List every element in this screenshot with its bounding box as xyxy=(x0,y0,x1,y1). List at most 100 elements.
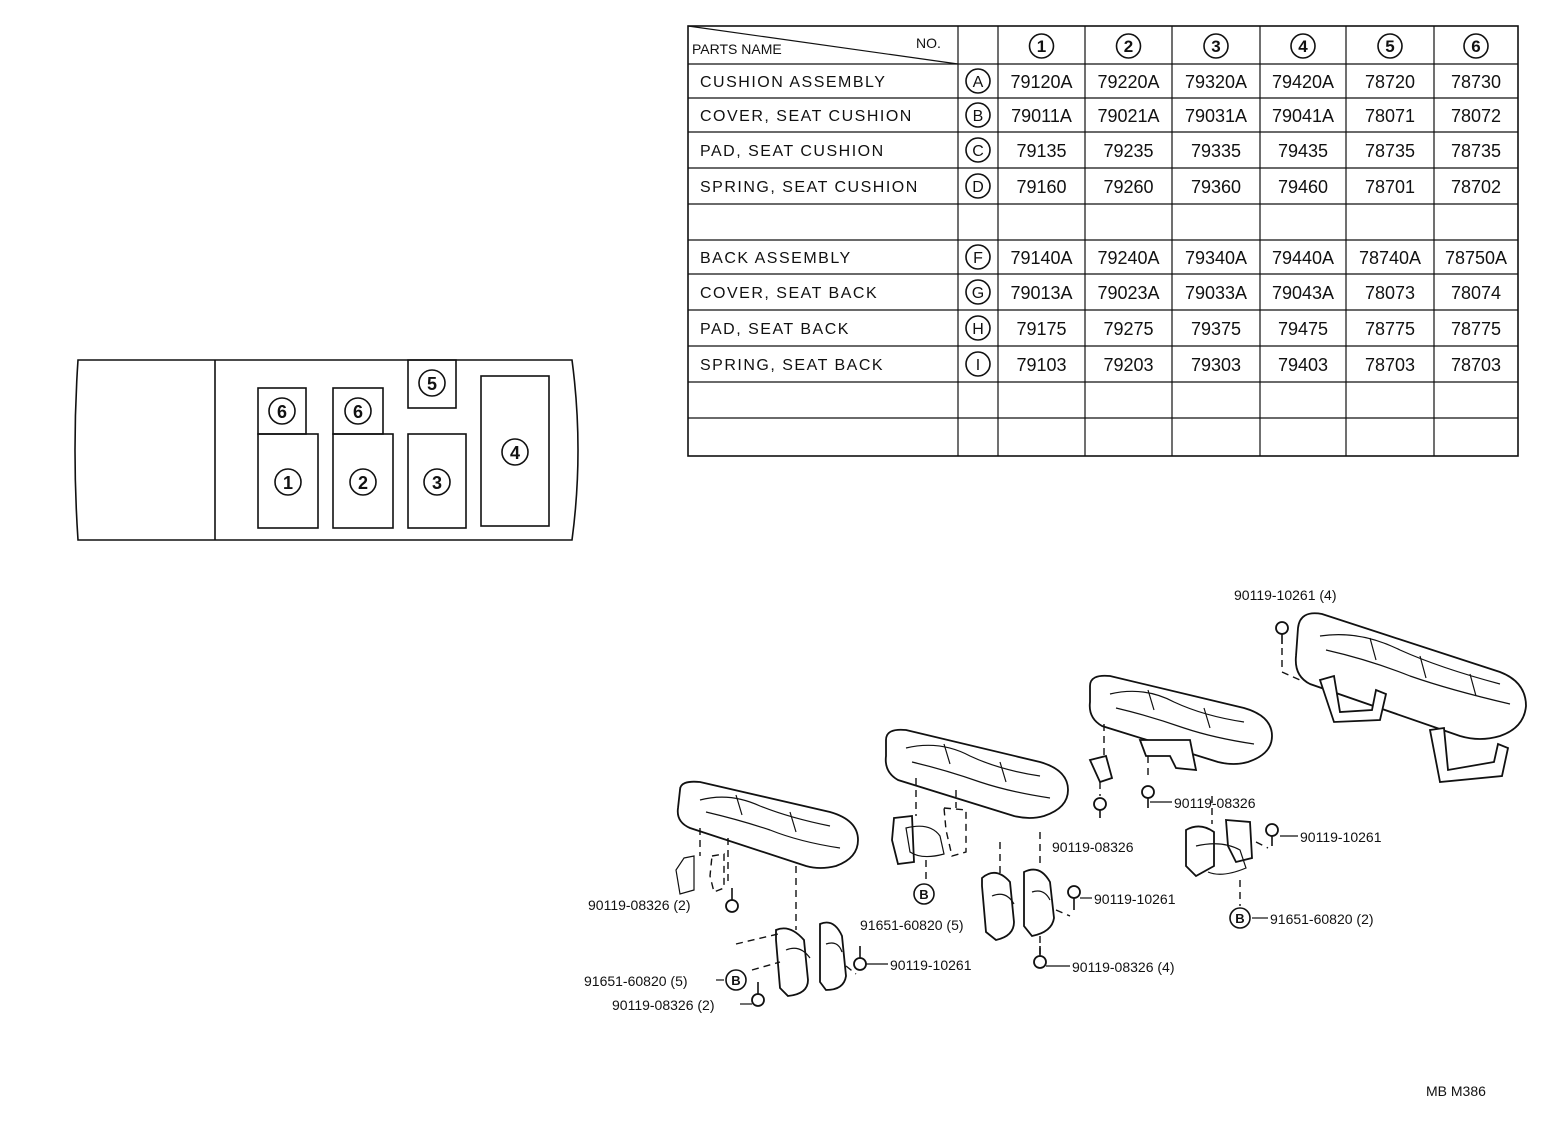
layout-box-1 xyxy=(257,433,319,529)
part-number-cell: 78730 xyxy=(1451,72,1501,92)
part-number-cell: 79043A xyxy=(1272,283,1334,303)
column-header: 5 xyxy=(1385,37,1394,56)
layout-number-circle-icon xyxy=(423,468,451,496)
part-number-cell: 79320A xyxy=(1185,72,1247,92)
part-number-cell: 79375 xyxy=(1191,319,1241,339)
part-number-cell: 78703 xyxy=(1451,355,1501,375)
seat-cushion-front xyxy=(676,780,859,869)
part-name: CUSHION ASSEMBLY xyxy=(700,74,886,91)
bolt-icon xyxy=(1275,621,1289,644)
part-number-cell: 78735 xyxy=(1365,141,1415,161)
seat-cushion-rear-bench xyxy=(1294,612,1527,740)
part-mark: H xyxy=(972,321,984,338)
part-mark: G xyxy=(972,285,984,302)
part-number-callout: 91651-60820 (5) xyxy=(860,917,964,933)
part-mark-circle-icon xyxy=(965,244,991,270)
part-number-cell: 79033A xyxy=(1185,283,1247,303)
part-number-cell: 78074 xyxy=(1451,283,1501,303)
layout-number-circle-icon xyxy=(349,468,377,496)
table-border xyxy=(687,25,1519,457)
layout-box-3 xyxy=(407,433,467,529)
part-number-cell: 79021A xyxy=(1097,106,1159,126)
part-mark: F xyxy=(973,250,983,267)
header-parts-name: PARTS NAME xyxy=(692,41,782,57)
part-number-cell: 78072 xyxy=(1451,106,1501,126)
part-name: BACK ASSEMBLY xyxy=(700,250,852,267)
figure-code: MB M386 xyxy=(1426,1083,1486,1099)
layout-box-5 xyxy=(407,359,457,409)
part-mark-circle-icon xyxy=(965,102,991,128)
layout-number-circle-icon xyxy=(418,369,446,397)
part-number-cell: 78735 xyxy=(1451,141,1501,161)
mark-b-label: B xyxy=(919,887,928,902)
mark-b-label: B xyxy=(1235,911,1244,926)
part-number-cell: 78775 xyxy=(1365,319,1415,339)
mark-b-icon xyxy=(725,969,747,991)
part-mark: D xyxy=(972,179,984,196)
part-number-callout: 90119-10261 xyxy=(1300,829,1382,845)
column-header: 2 xyxy=(1124,37,1133,56)
part-number-cell: 79475 xyxy=(1278,319,1328,339)
part-number-cell: 78750A xyxy=(1445,248,1507,268)
bolt-icon xyxy=(1141,785,1155,808)
part-number-cell: 79160 xyxy=(1016,177,1066,197)
part-number-cell: 79335 xyxy=(1191,141,1241,161)
part-mark-circle-icon xyxy=(965,68,991,94)
part-mark-circle-icon xyxy=(965,173,991,199)
layout-number-circle-icon xyxy=(268,397,296,425)
part-mark: B xyxy=(973,108,984,125)
exploded-seat-drawings: B B B 90119-10261 (4) 90119-08326 90119-… xyxy=(584,587,1527,1013)
part-number-cell: 79220A xyxy=(1097,72,1159,92)
part-number-cell: 79235 xyxy=(1103,141,1153,161)
part-number-cell: 78720 xyxy=(1365,72,1415,92)
column-header: 6 xyxy=(1471,37,1480,56)
part-number-cell: 78740A xyxy=(1359,248,1421,268)
column-number-circle-icon xyxy=(1290,33,1316,59)
part-number-cell: 79031A xyxy=(1185,106,1247,126)
column-header: 3 xyxy=(1211,37,1220,56)
header-diagonal xyxy=(687,25,959,65)
layout-seat-label: 1 xyxy=(283,473,293,493)
part-name: COVER, SEAT BACK xyxy=(700,285,878,302)
layout-seat-label: 6 xyxy=(353,402,363,422)
part-name: SPRING, SEAT BACK xyxy=(700,357,884,374)
bolt-icon xyxy=(725,888,739,913)
part-name: SPRING, SEAT CUSHION xyxy=(700,179,919,196)
part-number-cell: 79135 xyxy=(1016,141,1066,161)
part-number-cell: 79275 xyxy=(1103,319,1153,339)
part-number-cell: 79120A xyxy=(1010,72,1072,92)
part-name: PAD, SEAT BACK xyxy=(700,321,850,338)
mark-b-icon xyxy=(1229,907,1251,929)
column-number-circle-icon xyxy=(1463,33,1489,59)
part-number-cell: 79260 xyxy=(1103,177,1153,197)
part-number-cell: 79440A xyxy=(1272,248,1334,268)
mark-b-label: B xyxy=(731,973,740,988)
bolt-icon xyxy=(1067,885,1081,910)
part-mark-circle-icon xyxy=(965,315,991,341)
part-mark-circle-icon xyxy=(965,351,991,377)
part-mark: A xyxy=(973,74,984,91)
part-number-cell: 79303 xyxy=(1191,355,1241,375)
column-number-circle-icon xyxy=(1377,33,1403,59)
part-number-cell: 79420A xyxy=(1272,72,1334,92)
part-number-cell: 78703 xyxy=(1365,355,1415,375)
part-number-cell: 79140A xyxy=(1010,248,1072,268)
part-number-callout: 90119-08326 (4) xyxy=(1072,959,1174,975)
part-number-cell: 79011A xyxy=(1011,106,1072,126)
layout-number-circle-icon xyxy=(344,397,372,425)
column-header: 4 xyxy=(1298,37,1308,56)
part-number-cell: 79103 xyxy=(1016,355,1066,375)
bolt-icon xyxy=(1093,797,1107,818)
layout-number-circle-icon xyxy=(501,438,529,466)
part-number-cell: 79013A xyxy=(1010,283,1072,303)
part-mark-circle-icon xyxy=(965,279,991,305)
part-mark: I xyxy=(976,357,980,374)
column-number-circle-icon xyxy=(1115,33,1142,59)
part-number-cell: 79175 xyxy=(1016,319,1066,339)
part-number-cell: 79340A xyxy=(1185,248,1247,268)
part-number-callout: 90119-08326 (2) xyxy=(588,897,690,913)
part-number-callout: 91651-60820 (5) xyxy=(584,973,688,989)
part-number-cell: 78701 xyxy=(1365,177,1415,197)
